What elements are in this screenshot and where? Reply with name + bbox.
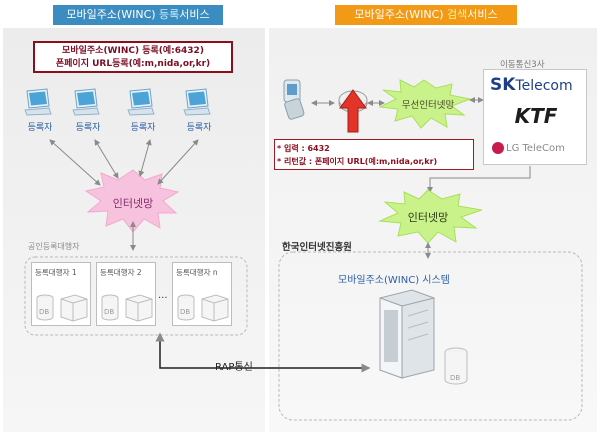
agent-n: 등록대행자 n DB (172, 262, 232, 326)
rap-label: RAP통신 (215, 362, 253, 373)
search-service-header: 모바일주소(WINC) 검색서비스 (335, 5, 517, 25)
sk-telecom-text: Telecom (515, 78, 573, 94)
header-right-post: 서비스 (467, 8, 498, 21)
computer-icon (127, 88, 155, 116)
registrant-label: 등록자 (130, 123, 156, 133)
lg-logo-icon (492, 142, 504, 154)
arrow-registrant-4 (157, 139, 199, 185)
sk-telecom-logo: SKTelecom (490, 75, 573, 95)
header-right-pre: 모바일주소(WINC) (354, 8, 448, 21)
computer-icon (24, 88, 52, 116)
internet-label-right: 인터넷망 (407, 211, 449, 224)
registration-info-line2: 폰페이지 URL등록(예:m,nida,or,kr) (55, 59, 211, 69)
system-db-icon: DB (444, 347, 468, 385)
agent-label: 등록대행자 1 (35, 268, 77, 277)
registration-service-header: 모바일주소(WINC) 등록서비스 (53, 5, 223, 25)
system-title: 모바일주소(WINC) 시스템 (338, 275, 450, 286)
carriers-title: 이동통신3사 (500, 60, 545, 70)
mobile-phone-icon (283, 79, 305, 120)
rap-connection (155, 332, 371, 373)
registrant-4: 등록자 (182, 88, 216, 133)
agent-label: 등록대행자 n (176, 268, 218, 277)
db-text: DB (180, 308, 190, 316)
db-text: DB (104, 308, 114, 316)
agent-2: 등록대행자 2 DB (96, 262, 156, 326)
header-right-highlight: 검색 (447, 8, 468, 21)
registrant-label: 등록자 (186, 123, 212, 133)
router-icon (338, 89, 368, 133)
wireless-burst (378, 79, 472, 129)
computer-icon (72, 88, 100, 116)
registration-info-box: 모바일주소(WINC) 등록(예:6432) 폰페이지 URL등록(예:m,ni… (33, 41, 233, 73)
agent-1: 등록대행자 1 DB (31, 262, 91, 326)
query-input-line: * 입력 : 6432 (277, 144, 330, 153)
arrow-registrant-3 (138, 139, 152, 177)
registrant-label: 등록자 (75, 123, 101, 133)
registration-info-line1: 모바일주소(WINC) 등록(예:6432) (62, 46, 204, 56)
header-left-post: 서비스 (179, 8, 210, 21)
agents-ellipsis: ... (158, 290, 168, 301)
arrow-registrant-1 (49, 139, 101, 186)
system-db-text: DB (450, 374, 460, 382)
agencies-frame (24, 256, 248, 336)
registrant-1: 등록자 (23, 88, 57, 133)
sk-text: SK (490, 75, 516, 95)
header-left-pre: 모바일주소(WINC) (66, 8, 160, 21)
lg-text: LG TeleCom (506, 143, 565, 154)
arrow-registrant-2 (94, 139, 119, 179)
db-text: DB (39, 308, 49, 316)
internet-label-left: 인터넷망 (112, 197, 154, 210)
agent-label: 등록대행자 2 (100, 268, 142, 277)
db-icon: DB (36, 294, 88, 322)
agencies-label: 공인등록대행자 (28, 242, 80, 251)
carriers-box: SKTelecom KTF LG TeleCom (483, 69, 587, 165)
wireless-label: 무선인터넷망 (401, 100, 455, 111)
kisa-label: 한국인터넷진흥원 (282, 242, 352, 253)
header-left-highlight: 등록 (159, 8, 180, 21)
query-info-box: * 입력 : 6432 * 리턴값 : 폰페이지 URL(예:m,nida,or… (274, 139, 474, 170)
lg-telecom-logo: LG TeleCom (492, 142, 565, 154)
registrant-label: 등록자 (27, 123, 53, 133)
query-return-line: * 리턴값 : 폰페이지 URL(예:m,nida,or,kr) (277, 157, 438, 166)
arrow-carriers-internet (427, 166, 531, 193)
db-icon: DB (177, 294, 229, 322)
registrant-2: 등록자 (71, 88, 105, 133)
db-icon: DB (101, 294, 153, 322)
registrant-3: 등록자 (126, 88, 160, 133)
computer-icon (183, 88, 211, 116)
server-icon (379, 289, 435, 379)
ktf-logo: KTF (514, 104, 558, 128)
up-arrow-icon (339, 89, 367, 133)
